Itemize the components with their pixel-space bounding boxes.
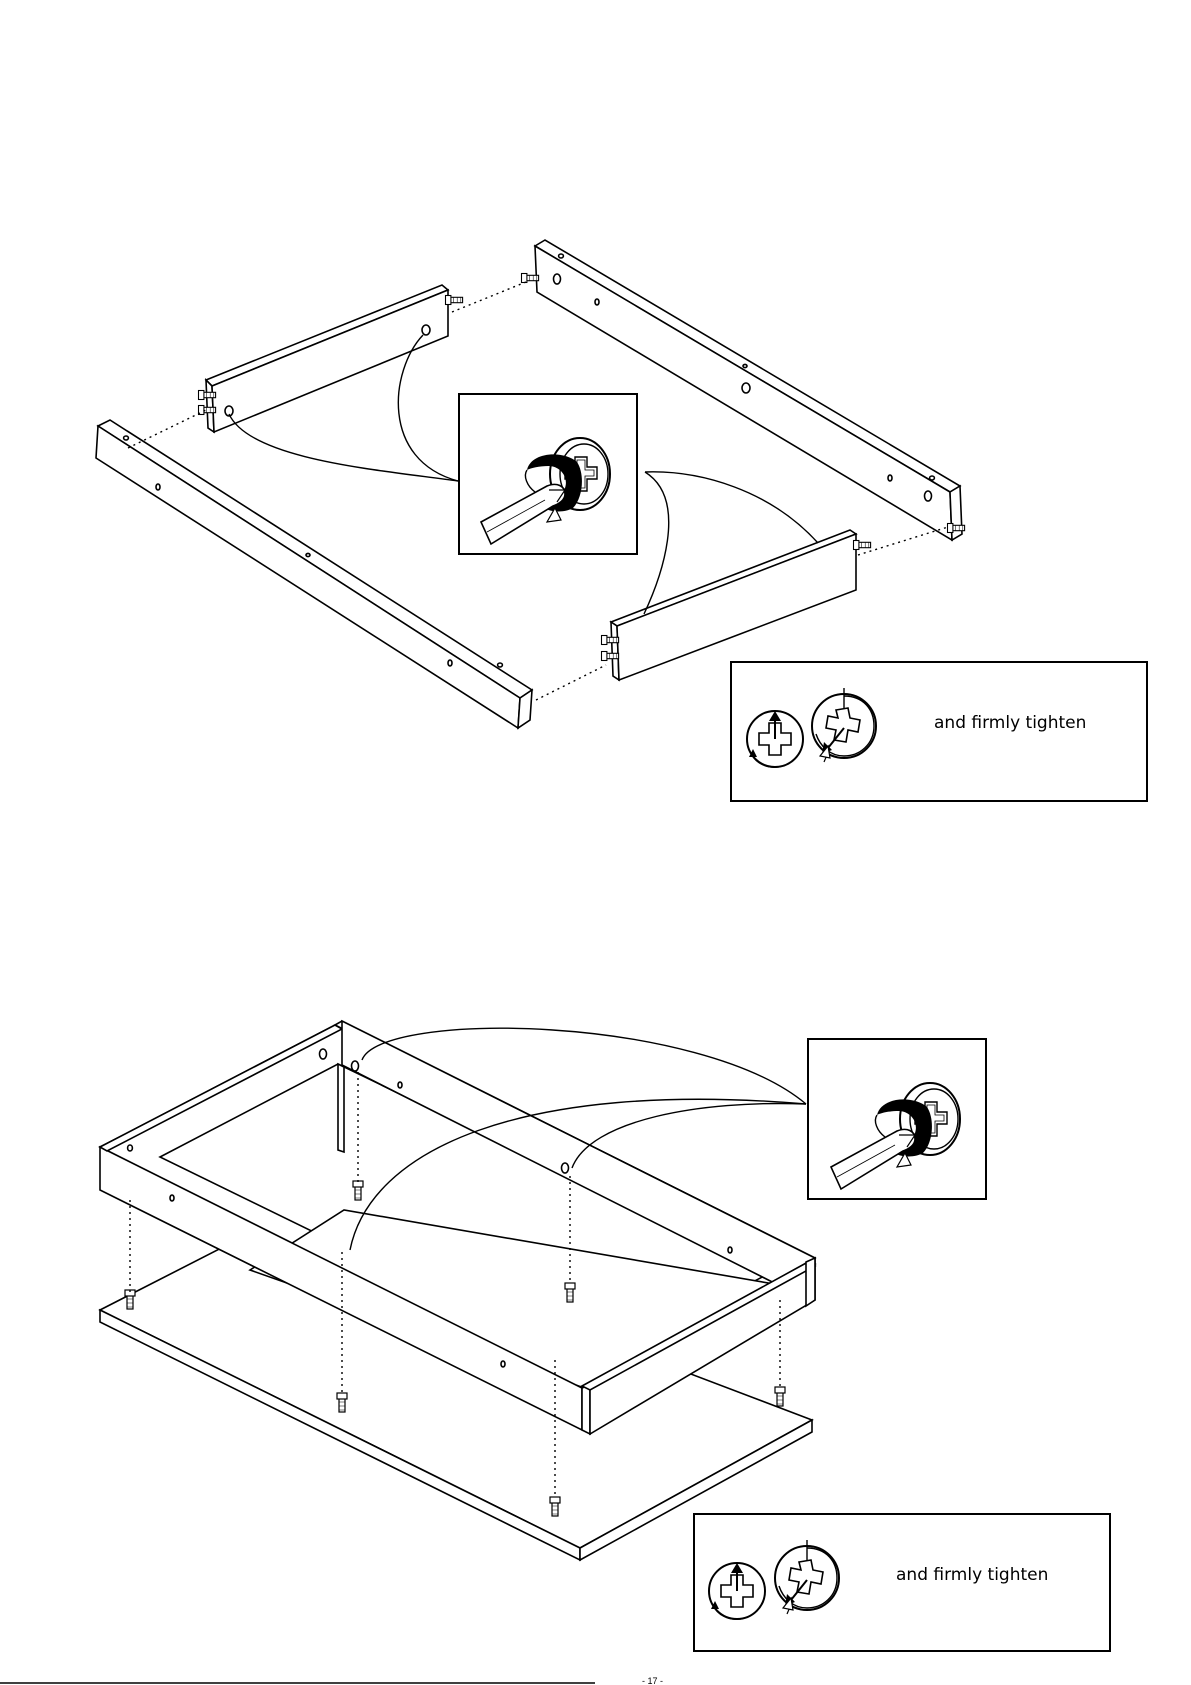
step-2-frame-on-base: and firmly tighten bbox=[100, 1021, 1110, 1651]
step-1-exploded-frame: and firmly tighten bbox=[96, 240, 1147, 801]
instruction-caption: and firmly tighten bbox=[934, 713, 1086, 733]
right-short-rail bbox=[602, 530, 871, 680]
step-2-instruction-callout: and firmly tighten bbox=[694, 1514, 1110, 1651]
step-1-detail-callout bbox=[459, 394, 637, 554]
page-number: - 17 - bbox=[642, 1676, 663, 1685]
cam-lock-unlocked-icon bbox=[709, 1563, 765, 1619]
cam-lock-unlocked-icon bbox=[747, 711, 803, 767]
left-short-rail bbox=[199, 285, 463, 432]
step-1-instruction-callout: and firmly tighten bbox=[731, 662, 1147, 801]
instruction-caption: and firmly tighten bbox=[896, 1565, 1048, 1585]
step-2-detail-callout bbox=[808, 1039, 986, 1199]
footer: - 17 - bbox=[0, 1676, 663, 1685]
